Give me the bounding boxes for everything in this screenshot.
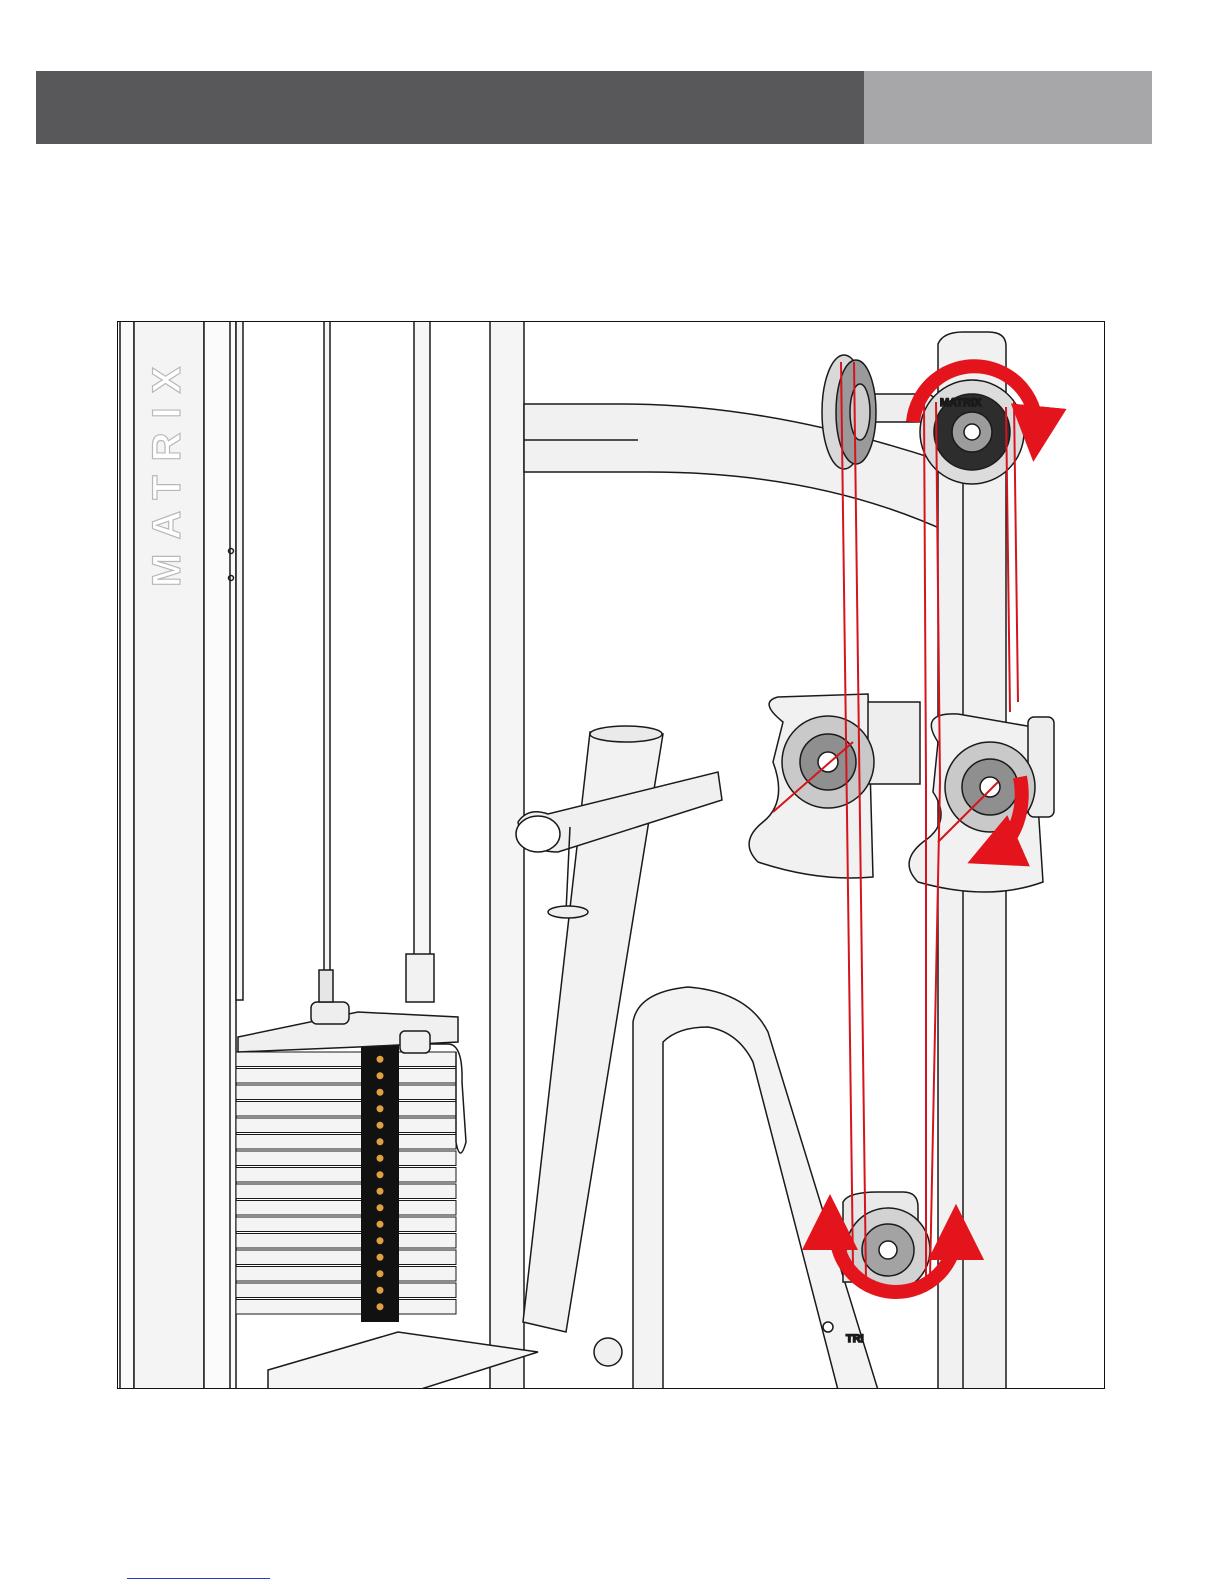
base-brand-label: TRI [846,1333,864,1345]
selector-hole[interactable] [377,1072,384,1079]
weight-plate [236,1151,456,1166]
weight-plate [236,1184,456,1199]
mid-right-pulley-icon [909,714,1054,892]
weight-plate [236,1234,456,1249]
guide-rods [236,322,430,1000]
selector-hole[interactable] [377,1303,384,1310]
selector-hole[interactable] [377,1155,384,1162]
weight-plate [236,1102,456,1117]
selector-hole[interactable] [377,1056,384,1063]
selector-hole[interactable] [377,1221,384,1228]
weight-plate [236,1069,456,1084]
selector-hole[interactable] [377,1287,384,1294]
footer-link-underline[interactable] [127,1578,270,1579]
weight-plate [236,1300,456,1315]
machine-drawing: MATRIX MATRIX [118,322,1105,1389]
selector-hole[interactable] [377,1270,384,1277]
header-title-block [36,71,864,144]
selector-hole[interactable] [377,1089,384,1096]
selector-hole[interactable] [377,1171,384,1178]
top-pulley-plate-label: MATRIX [940,397,982,409]
weight-plate [236,1085,456,1100]
header-section-block [864,71,1152,144]
selector-hole[interactable] [377,1138,384,1145]
selector-hole[interactable] [377,1188,384,1195]
weight-plate [236,1201,456,1216]
selector-hole[interactable] [377,1122,384,1129]
brand-watermark: MATRIX [145,353,189,587]
selector-hole[interactable] [377,1254,384,1261]
weight-plate [236,1135,456,1150]
weight-plate [236,1267,456,1282]
weight-plate [236,1283,456,1298]
weight-stack-icon [236,954,466,1322]
top-cross-tube [524,404,948,532]
mid-left-pulley-icon [749,694,920,878]
weight-plate [236,1052,456,1067]
weight-plate [236,1168,456,1183]
selector-hole[interactable] [377,1204,384,1211]
page-header-bar [36,71,1152,144]
weight-plate [236,1217,456,1232]
weight-plate [236,1250,456,1265]
selector-hole[interactable] [377,1105,384,1112]
right-frame-column [490,322,524,1389]
selector-hole[interactable] [377,1237,384,1244]
weight-plate [236,1118,456,1133]
cable-routing-illustration: MATRIX MATRIX [117,321,1105,1389]
